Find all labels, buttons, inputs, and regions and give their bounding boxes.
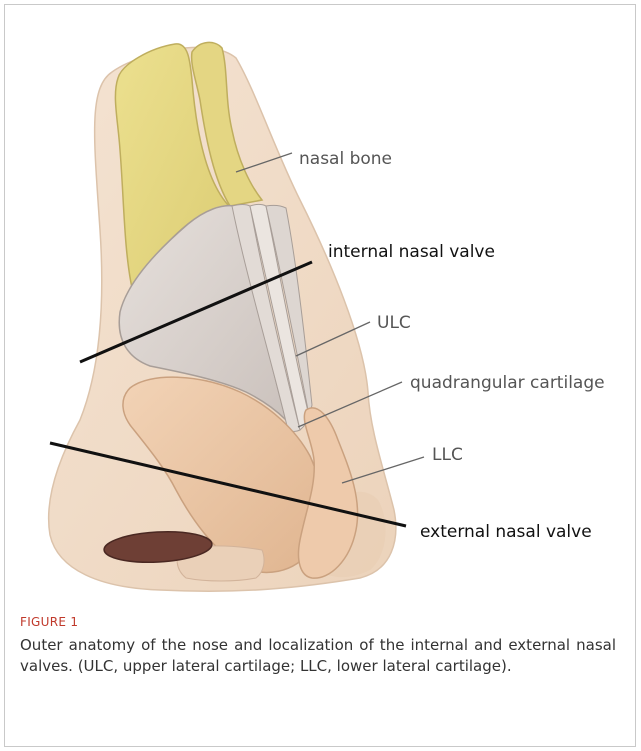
- nose-anatomy-diagram: nasal bone internal nasal valve ULC quad…: [0, 0, 641, 610]
- label-internal-nasal-valve: internal nasal valve: [328, 242, 495, 262]
- label-quadrangular-cartilage: quadrangular cartilage: [410, 373, 605, 393]
- label-external-nasal-valve: external nasal valve: [420, 522, 592, 542]
- caption-text: Outer anatomy of the nose and localizati…: [20, 635, 616, 677]
- figure-caption: FIGURE 1 Outer anatomy of the nose and l…: [20, 615, 616, 677]
- figure-number: FIGURE 1: [20, 615, 616, 629]
- label-nasal-bone: nasal bone: [299, 149, 392, 169]
- label-llc: LLC: [432, 445, 463, 465]
- label-ulc: ULC: [377, 313, 411, 333]
